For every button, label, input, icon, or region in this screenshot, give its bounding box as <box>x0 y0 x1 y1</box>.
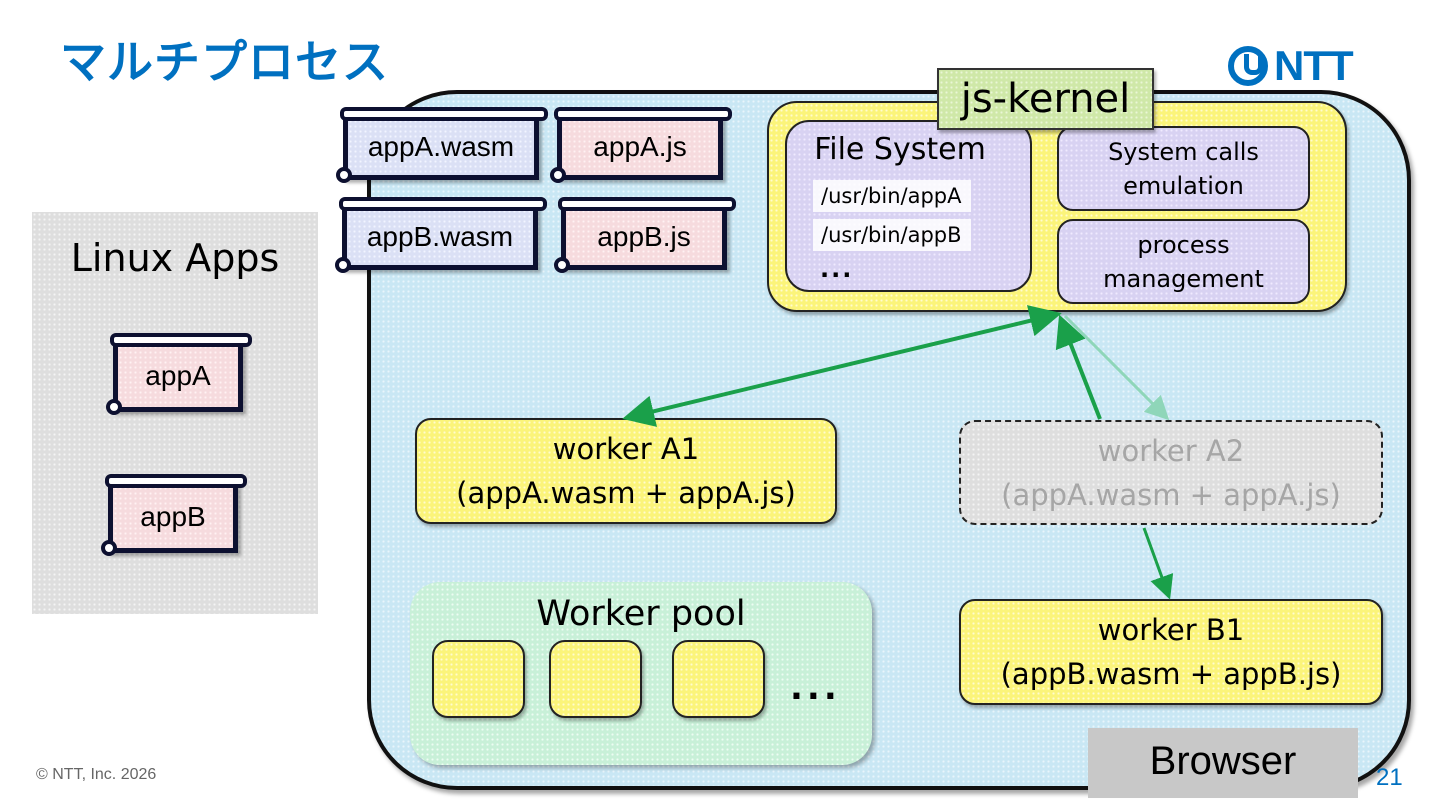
fs-more: ... <box>820 255 854 283</box>
ntt-logo-icon <box>1228 46 1268 86</box>
linux-apps-label: Linux Apps <box>70 236 280 280</box>
file-label: appA.js <box>593 131 687 162</box>
file-label: appA.wasm <box>367 131 515 162</box>
file-appB-wasm: appB.wasm <box>335 197 547 273</box>
worker-detail: (appA.wasm + appA.js) <box>1001 477 1341 512</box>
linux-app-label: appB <box>140 501 206 532</box>
worker-b1: worker B1 (appB.wasm + appB.js) <box>959 599 1383 705</box>
fs-path: /usr/bin/appA <box>813 180 971 212</box>
file-appA-js: appA.js <box>550 107 732 183</box>
file-label: appB.js <box>597 221 691 252</box>
worker-pool-slot <box>549 640 642 718</box>
copyright: © NTT, Inc. 2026 <box>36 766 157 783</box>
syscalls-emulation-box: System calls emulation <box>1057 126 1310 211</box>
page-number: 21 <box>1376 764 1403 791</box>
worker-name: worker B1 <box>1097 613 1245 647</box>
worker-a1: worker A1 (appA.wasm + appA.js) <box>415 418 837 524</box>
worker-detail: (appA.wasm + appA.js) <box>456 476 796 510</box>
file-system-title: File System <box>814 132 986 167</box>
file-appA-wasm: appA.wasm <box>336 107 548 183</box>
process-line: management <box>1103 264 1264 293</box>
linux-app-label: appA <box>145 360 211 391</box>
process-management-box: process management <box>1057 219 1310 304</box>
worker-pool-label: Worker pool <box>536 594 746 634</box>
linux-app-appB: appB <box>101 474 247 556</box>
worker-pool-slot <box>432 640 525 718</box>
browser-label: Browser <box>1088 728 1358 798</box>
fs-path: /usr/bin/appB <box>813 219 971 251</box>
syscalls-line: System calls <box>1108 137 1259 166</box>
ntt-logo-text: NTT <box>1274 42 1354 89</box>
worker-name: worker A2 <box>1097 433 1245 468</box>
js-kernel-label: js-kernel <box>937 68 1154 130</box>
worker-pool-more: ... <box>790 668 841 708</box>
syscalls-line: emulation <box>1123 171 1244 200</box>
file-appB-js: appB.js <box>554 197 736 273</box>
linux-apps-panel <box>32 212 318 614</box>
linux-app-appA: appA <box>106 333 252 415</box>
worker-name: worker A1 <box>552 432 700 466</box>
worker-a2: worker A2 (appA.wasm + appA.js) <box>959 420 1383 525</box>
file-label: appB.wasm <box>366 221 514 252</box>
ntt-logo: NTT <box>1228 42 1354 89</box>
worker-pool-slot <box>672 640 765 718</box>
process-line: process <box>1137 230 1230 259</box>
worker-detail: (appB.wasm + appB.js) <box>1000 657 1342 691</box>
slide-title: マルチプロセス <box>60 35 389 89</box>
